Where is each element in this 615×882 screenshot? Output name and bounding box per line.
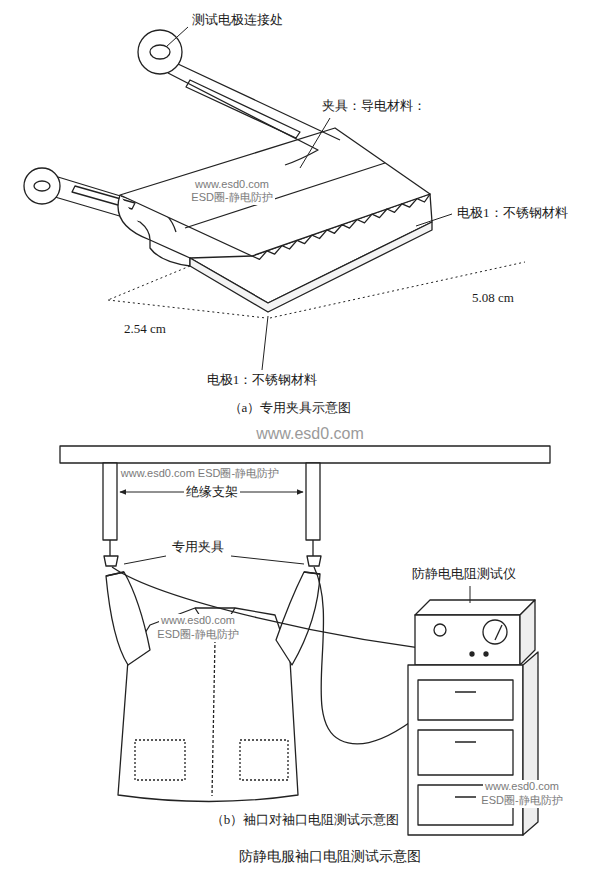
part-label: 测试电极连接处 <box>190 12 285 28</box>
watermark: www.esd0.com <box>483 780 561 794</box>
leader-line <box>300 118 330 168</box>
clip-plate <box>185 163 385 228</box>
resistance-tester <box>455 692 476 797</box>
resistance-tester <box>470 586 471 603</box>
clamp-symbol <box>104 556 118 566</box>
part-label: 电极1：不锈钢材料 <box>455 205 570 221</box>
garment <box>212 640 215 796</box>
garment <box>135 740 288 780</box>
dimension-label: 5.08 cm <box>470 290 516 306</box>
lower-handle <box>24 168 60 204</box>
watermark: www.esd0.com <box>254 424 366 444</box>
resistance-tester <box>418 680 513 720</box>
clip-plate <box>118 128 432 312</box>
clamp-symbol <box>110 540 313 556</box>
resistance-tester <box>520 600 535 665</box>
garment <box>276 572 320 665</box>
watermark: www.esd0.com ESD圈-静电防护 <box>119 467 281 481</box>
dimension-line <box>108 266 190 300</box>
clamp-symbol <box>124 556 304 564</box>
resistance-tester <box>484 652 488 656</box>
insulating-support <box>60 446 550 463</box>
garment <box>304 572 320 574</box>
dimension-line <box>108 262 525 318</box>
upper-handle <box>168 64 340 165</box>
leader-line <box>416 214 452 226</box>
clamp-symbol <box>307 556 321 566</box>
dimension-line <box>270 262 525 318</box>
leader-line <box>166 27 188 47</box>
lower-handle <box>34 181 50 191</box>
dimension-label: 2.54 cm <box>122 321 168 337</box>
resistance-tester <box>483 620 507 644</box>
resistance-tester <box>470 652 474 656</box>
resistance-tester <box>418 730 513 775</box>
insulating-support <box>306 463 320 540</box>
upper-handle <box>150 45 170 59</box>
upper-handle <box>186 80 300 138</box>
insulating-support <box>103 463 117 540</box>
clip-plate <box>120 128 430 256</box>
part-label: 绝缘支架 <box>184 484 240 500</box>
subfigure-caption: （a）专用夹具示意图 <box>227 400 354 416</box>
upper-handle <box>138 30 340 165</box>
clamp-symbol <box>104 540 321 566</box>
watermark: www.esd0.com <box>193 178 271 192</box>
figure-caption: 防静电服袖口电阻测试示意图 <box>237 848 423 866</box>
resistance-tester <box>495 625 502 640</box>
leader-line <box>262 316 268 370</box>
dimension-line <box>108 300 266 318</box>
watermark: ESD圈-静电防护 <box>155 628 240 642</box>
resistance-tester <box>408 665 523 835</box>
part-label: 电极1：不锈钢材料 <box>205 372 320 388</box>
upper-handle <box>138 30 182 74</box>
watermark: ESD圈-静电防护 <box>479 794 564 808</box>
insulating-support <box>60 446 550 540</box>
resistance-tester <box>415 600 535 615</box>
garment <box>106 572 150 665</box>
leader-line <box>166 27 452 370</box>
part-label: 夹具：导电材料： <box>320 98 428 114</box>
part-label: 防静电电阻测试仪 <box>410 566 518 582</box>
subfigure-caption: （b）袖口对袖口电阻测试示意图 <box>209 812 402 828</box>
resistance-tester <box>434 624 446 636</box>
watermark: www.esd0.com <box>159 614 237 628</box>
clip-plate <box>252 194 430 259</box>
watermark: ESD圈-静电防护 <box>189 191 274 205</box>
part-label: 专用夹具 <box>170 539 226 555</box>
resistance-tester <box>415 615 520 665</box>
